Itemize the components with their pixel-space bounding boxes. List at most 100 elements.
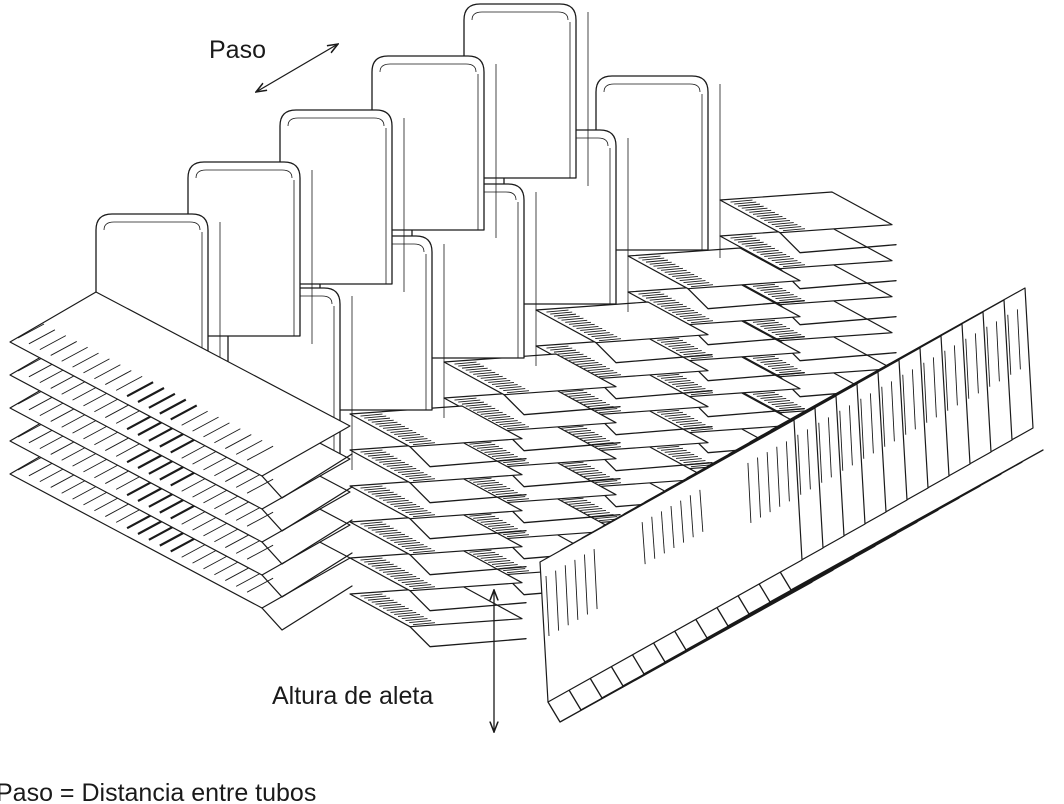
louver bbox=[469, 441, 492, 445]
louver bbox=[94, 364, 121, 380]
louver bbox=[409, 548, 432, 552]
louver bbox=[771, 402, 794, 405]
louver bbox=[50, 473, 77, 488]
louver bbox=[690, 320, 714, 324]
louver bbox=[203, 488, 230, 504]
louver bbox=[83, 358, 110, 374]
louver bbox=[598, 410, 622, 414]
louver bbox=[506, 534, 530, 538]
louver bbox=[461, 401, 485, 405]
louver bbox=[576, 469, 599, 473]
louver bbox=[657, 445, 680, 449]
louver bbox=[386, 499, 409, 503]
louver bbox=[568, 429, 592, 433]
louver bbox=[379, 567, 402, 571]
louver bbox=[181, 410, 208, 426]
louver bbox=[923, 362, 928, 423]
louver bbox=[672, 309, 695, 313]
louver bbox=[61, 379, 88, 395]
louver bbox=[137, 387, 165, 403]
fin-fold bbox=[261, 453, 353, 499]
louver bbox=[491, 418, 515, 421]
louver bbox=[379, 603, 402, 607]
tube-pair bbox=[595, 75, 721, 258]
louver bbox=[379, 423, 402, 427]
louver bbox=[235, 538, 263, 554]
tube-opening bbox=[103, 221, 201, 231]
louver bbox=[203, 521, 230, 537]
louver bbox=[371, 563, 394, 567]
fin-plate bbox=[349, 585, 523, 628]
louver bbox=[760, 287, 783, 291]
louver bbox=[473, 479, 496, 483]
louver bbox=[595, 444, 618, 448]
fin-stack bbox=[349, 405, 527, 648]
louver bbox=[752, 319, 776, 323]
louver bbox=[360, 485, 383, 489]
louver bbox=[737, 203, 761, 207]
louver bbox=[741, 241, 764, 245]
louver bbox=[584, 554, 588, 615]
louver bbox=[465, 403, 488, 407]
louver bbox=[126, 480, 154, 497]
louver bbox=[576, 505, 599, 509]
louver bbox=[974, 333, 979, 394]
louver bbox=[192, 449, 219, 465]
louver bbox=[779, 298, 802, 302]
louver bbox=[94, 463, 121, 479]
louver bbox=[779, 406, 802, 410]
louver bbox=[775, 296, 798, 300]
louver bbox=[641, 522, 646, 565]
louver bbox=[756, 213, 779, 217]
louver bbox=[83, 391, 110, 407]
louver bbox=[664, 341, 687, 345]
louver bbox=[225, 566, 252, 581]
louver bbox=[405, 546, 428, 550]
louver bbox=[986, 326, 991, 387]
louver bbox=[235, 571, 263, 587]
louver bbox=[115, 408, 143, 424]
tube bbox=[279, 109, 393, 285]
louver bbox=[760, 323, 783, 327]
pitch-definition-text: Paso = Distancia entre tubos bbox=[0, 779, 316, 804]
louver bbox=[360, 557, 383, 561]
louver bbox=[484, 449, 507, 453]
louver bbox=[756, 285, 779, 289]
louver bbox=[235, 472, 263, 488]
louver bbox=[749, 209, 772, 213]
louver bbox=[690, 284, 714, 288]
louver bbox=[660, 339, 684, 343]
louver bbox=[246, 511, 274, 527]
louver bbox=[779, 370, 802, 374]
louver bbox=[469, 369, 492, 373]
louver bbox=[94, 430, 121, 446]
louver bbox=[105, 403, 132, 418]
louver bbox=[775, 224, 798, 228]
louver bbox=[394, 575, 417, 579]
louver bbox=[476, 409, 500, 413]
louver bbox=[767, 364, 791, 367]
louver bbox=[491, 490, 515, 493]
louver bbox=[203, 554, 230, 570]
louver bbox=[564, 565, 569, 626]
louver bbox=[546, 345, 569, 349]
louver bbox=[553, 313, 577, 317]
louver bbox=[382, 461, 406, 465]
louver bbox=[397, 506, 421, 509]
louver bbox=[39, 401, 67, 417]
louver bbox=[561, 461, 584, 465]
louver bbox=[17, 356, 45, 372]
louver bbox=[137, 486, 165, 502]
louver bbox=[401, 472, 424, 475]
louver bbox=[412, 478, 436, 482]
louver bbox=[473, 371, 496, 375]
louver bbox=[657, 409, 680, 413]
louver bbox=[818, 422, 823, 483]
front-fin-stack bbox=[9, 291, 353, 631]
louver bbox=[741, 205, 764, 209]
louver bbox=[473, 515, 496, 519]
louver bbox=[28, 461, 56, 477]
louver bbox=[115, 441, 143, 457]
louver bbox=[555, 570, 560, 631]
louver bbox=[576, 433, 599, 437]
